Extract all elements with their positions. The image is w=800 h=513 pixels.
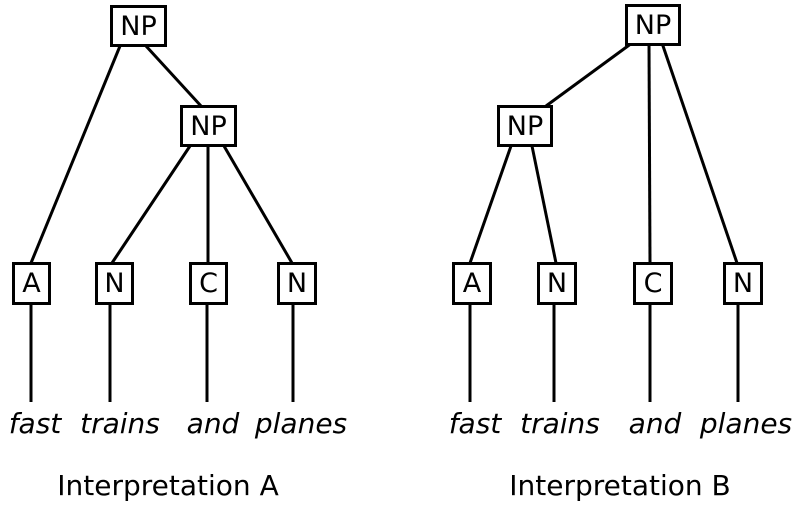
treeA-node-inner-np: NP [180,105,237,147]
treeA-node-A: A [12,262,51,305]
treeB-caption: Interpretation B [509,469,731,502]
treeB-word-and: and [628,407,682,440]
treeA-node-N2: N [277,262,317,305]
treeA-node-C: C [189,262,228,305]
treeA-caption: Interpretation A [57,469,279,502]
treeB-node-inner-np: NP [497,105,553,147]
treeB-node-N1: N [537,262,577,305]
treeB-edge-inner-to-A [468,145,513,264]
treeB-edge-root-to-N2 [660,42,739,264]
treeA-edge-inner-to-N1 [110,145,192,264]
treeB-edge-root-to-inner [545,41,633,108]
treeB-word-fast: fast [448,407,502,440]
treeB-node-N2: N [723,262,763,305]
treeB-node-root-np: NP [625,4,681,46]
treeB-edge-root-to-C [647,42,652,264]
treeB-word-trains: trains [520,407,600,440]
treeA-word-fast: fast [8,407,62,440]
treeB-word-planes: planes [699,407,793,440]
treeA-edge-root-to-inner [144,44,203,108]
treeA-word-trains: trains [80,407,160,440]
treeA-node-N1: N [95,262,134,305]
treeB-node-C: C [633,262,673,305]
treeA-edge-root-to-A [29,45,122,264]
treeB-edge-inner-to-N1 [530,145,558,264]
treeA-word-and: and [186,407,240,440]
treeA-edge-inner-to-N2 [222,145,294,264]
treeA-node-root-np: NP [110,5,167,47]
treeA-word-planes: planes [254,407,348,440]
treeB-node-A: A [452,262,492,305]
